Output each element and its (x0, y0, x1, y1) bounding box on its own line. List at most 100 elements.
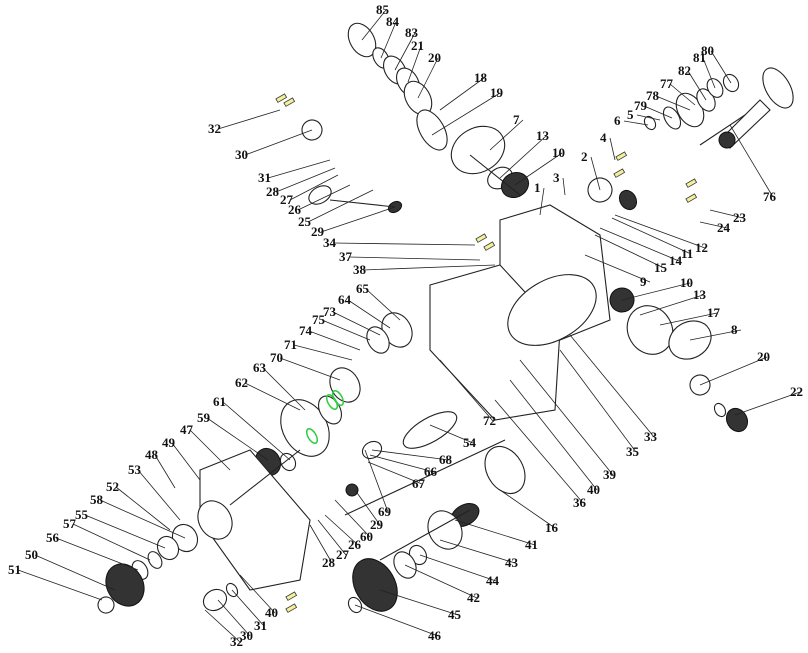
leader-line (489, 119, 524, 151)
leader-line (404, 564, 478, 599)
callout-label-77: 77 (660, 76, 674, 91)
parts-layer (97, 22, 794, 614)
leader-line (297, 184, 351, 211)
leader-line (99, 499, 186, 539)
leader-line (347, 299, 391, 329)
leader-line (407, 45, 422, 83)
callout-label-29: 29 (311, 224, 325, 239)
leader-line (239, 574, 276, 614)
leader-line (137, 469, 181, 521)
callout-label-50: 50 (25, 547, 38, 562)
callout-label-52: 52 (106, 479, 119, 494)
leader-line (710, 50, 732, 84)
callout-label-57: 57 (63, 516, 77, 531)
bolt-shape (283, 97, 296, 107)
leader-line (494, 399, 584, 504)
bolt-shape (475, 233, 488, 243)
callout-label-30: 30 (240, 628, 253, 643)
callout-label-18: 18 (474, 70, 488, 85)
callout-label-2: 2 (581, 149, 588, 164)
leader-line (569, 334, 655, 438)
leader-line (369, 454, 435, 473)
leader-line (499, 135, 547, 179)
part-shape (352, 558, 398, 612)
leader-line (17, 569, 103, 601)
leader-line (623, 120, 649, 126)
callout-label-32: 32 (208, 121, 221, 136)
leader-line (332, 311, 381, 336)
part-shape (725, 407, 749, 433)
part-shape (718, 131, 736, 149)
part-shape (713, 402, 727, 418)
shaft-shape (329, 199, 396, 208)
callout-label-9: 9 (640, 274, 647, 289)
callout-label-17: 17 (707, 305, 721, 320)
callout-label-27: 27 (280, 192, 294, 207)
leader-line (687, 70, 707, 101)
callout-label-33: 33 (644, 429, 658, 444)
leader-line (614, 214, 706, 249)
leader-line (419, 554, 497, 582)
callout-label-40: 40 (587, 482, 600, 497)
leader-line (84, 514, 166, 549)
callout-label-3: 3 (553, 170, 560, 185)
bolt-shape (285, 603, 298, 613)
part-shape (507, 274, 597, 346)
leader-line (539, 187, 545, 216)
seal-highlight (331, 390, 345, 406)
leader-line (429, 424, 474, 444)
part-shape (626, 305, 674, 355)
callout-label-79: 79 (634, 98, 648, 113)
leader-line (584, 254, 651, 283)
callout-label-43: 43 (505, 555, 519, 570)
leader-line (267, 159, 331, 179)
callout-label-75: 75 (312, 312, 326, 327)
leader-line (354, 489, 381, 526)
leader-line (562, 177, 566, 196)
leader-line (154, 454, 176, 489)
part-shape (618, 189, 638, 211)
leader-line (262, 367, 306, 411)
callout-label-8: 8 (731, 322, 738, 337)
leader-line (659, 312, 718, 326)
callout-label-54: 54 (463, 435, 477, 450)
callout-label-69: 69 (378, 504, 392, 519)
leader-line (439, 359, 494, 422)
part-shape (416, 109, 448, 151)
part-shape (450, 125, 506, 175)
callout-label-61: 61 (213, 394, 226, 409)
leader-line (55, 537, 139, 571)
leader-line (231, 589, 265, 627)
callout-label-11: 11 (681, 246, 693, 261)
leader-line (621, 282, 691, 301)
leader-line (590, 156, 601, 191)
callout-label-16: 16 (545, 520, 559, 535)
callout-label-42: 42 (467, 590, 480, 605)
bolt-shape (275, 93, 288, 103)
leader-line (699, 221, 728, 229)
part-shape (484, 446, 526, 494)
callout-label-41: 41 (525, 537, 538, 552)
leader-line (34, 554, 116, 591)
leader-line (559, 349, 637, 453)
leader-line (702, 57, 716, 89)
leader-line (699, 356, 768, 386)
bolt-shape (613, 168, 626, 178)
leader-line (365, 288, 401, 321)
leader-line (361, 9, 387, 41)
callout-label-63: 63 (253, 360, 267, 375)
callout-label-39: 39 (603, 467, 617, 482)
callout-label-73: 73 (323, 304, 337, 319)
leader-line (206, 417, 269, 461)
leader-line (348, 256, 481, 261)
leader-line (689, 329, 742, 341)
leader-lines (17, 9, 801, 643)
callout-label-48: 48 (145, 447, 159, 462)
shaft-shape (344, 439, 506, 516)
callout-label-1: 1 (534, 180, 541, 195)
callout-label-72: 72 (483, 413, 496, 428)
leader-line (307, 189, 374, 223)
part-shape (147, 551, 163, 569)
